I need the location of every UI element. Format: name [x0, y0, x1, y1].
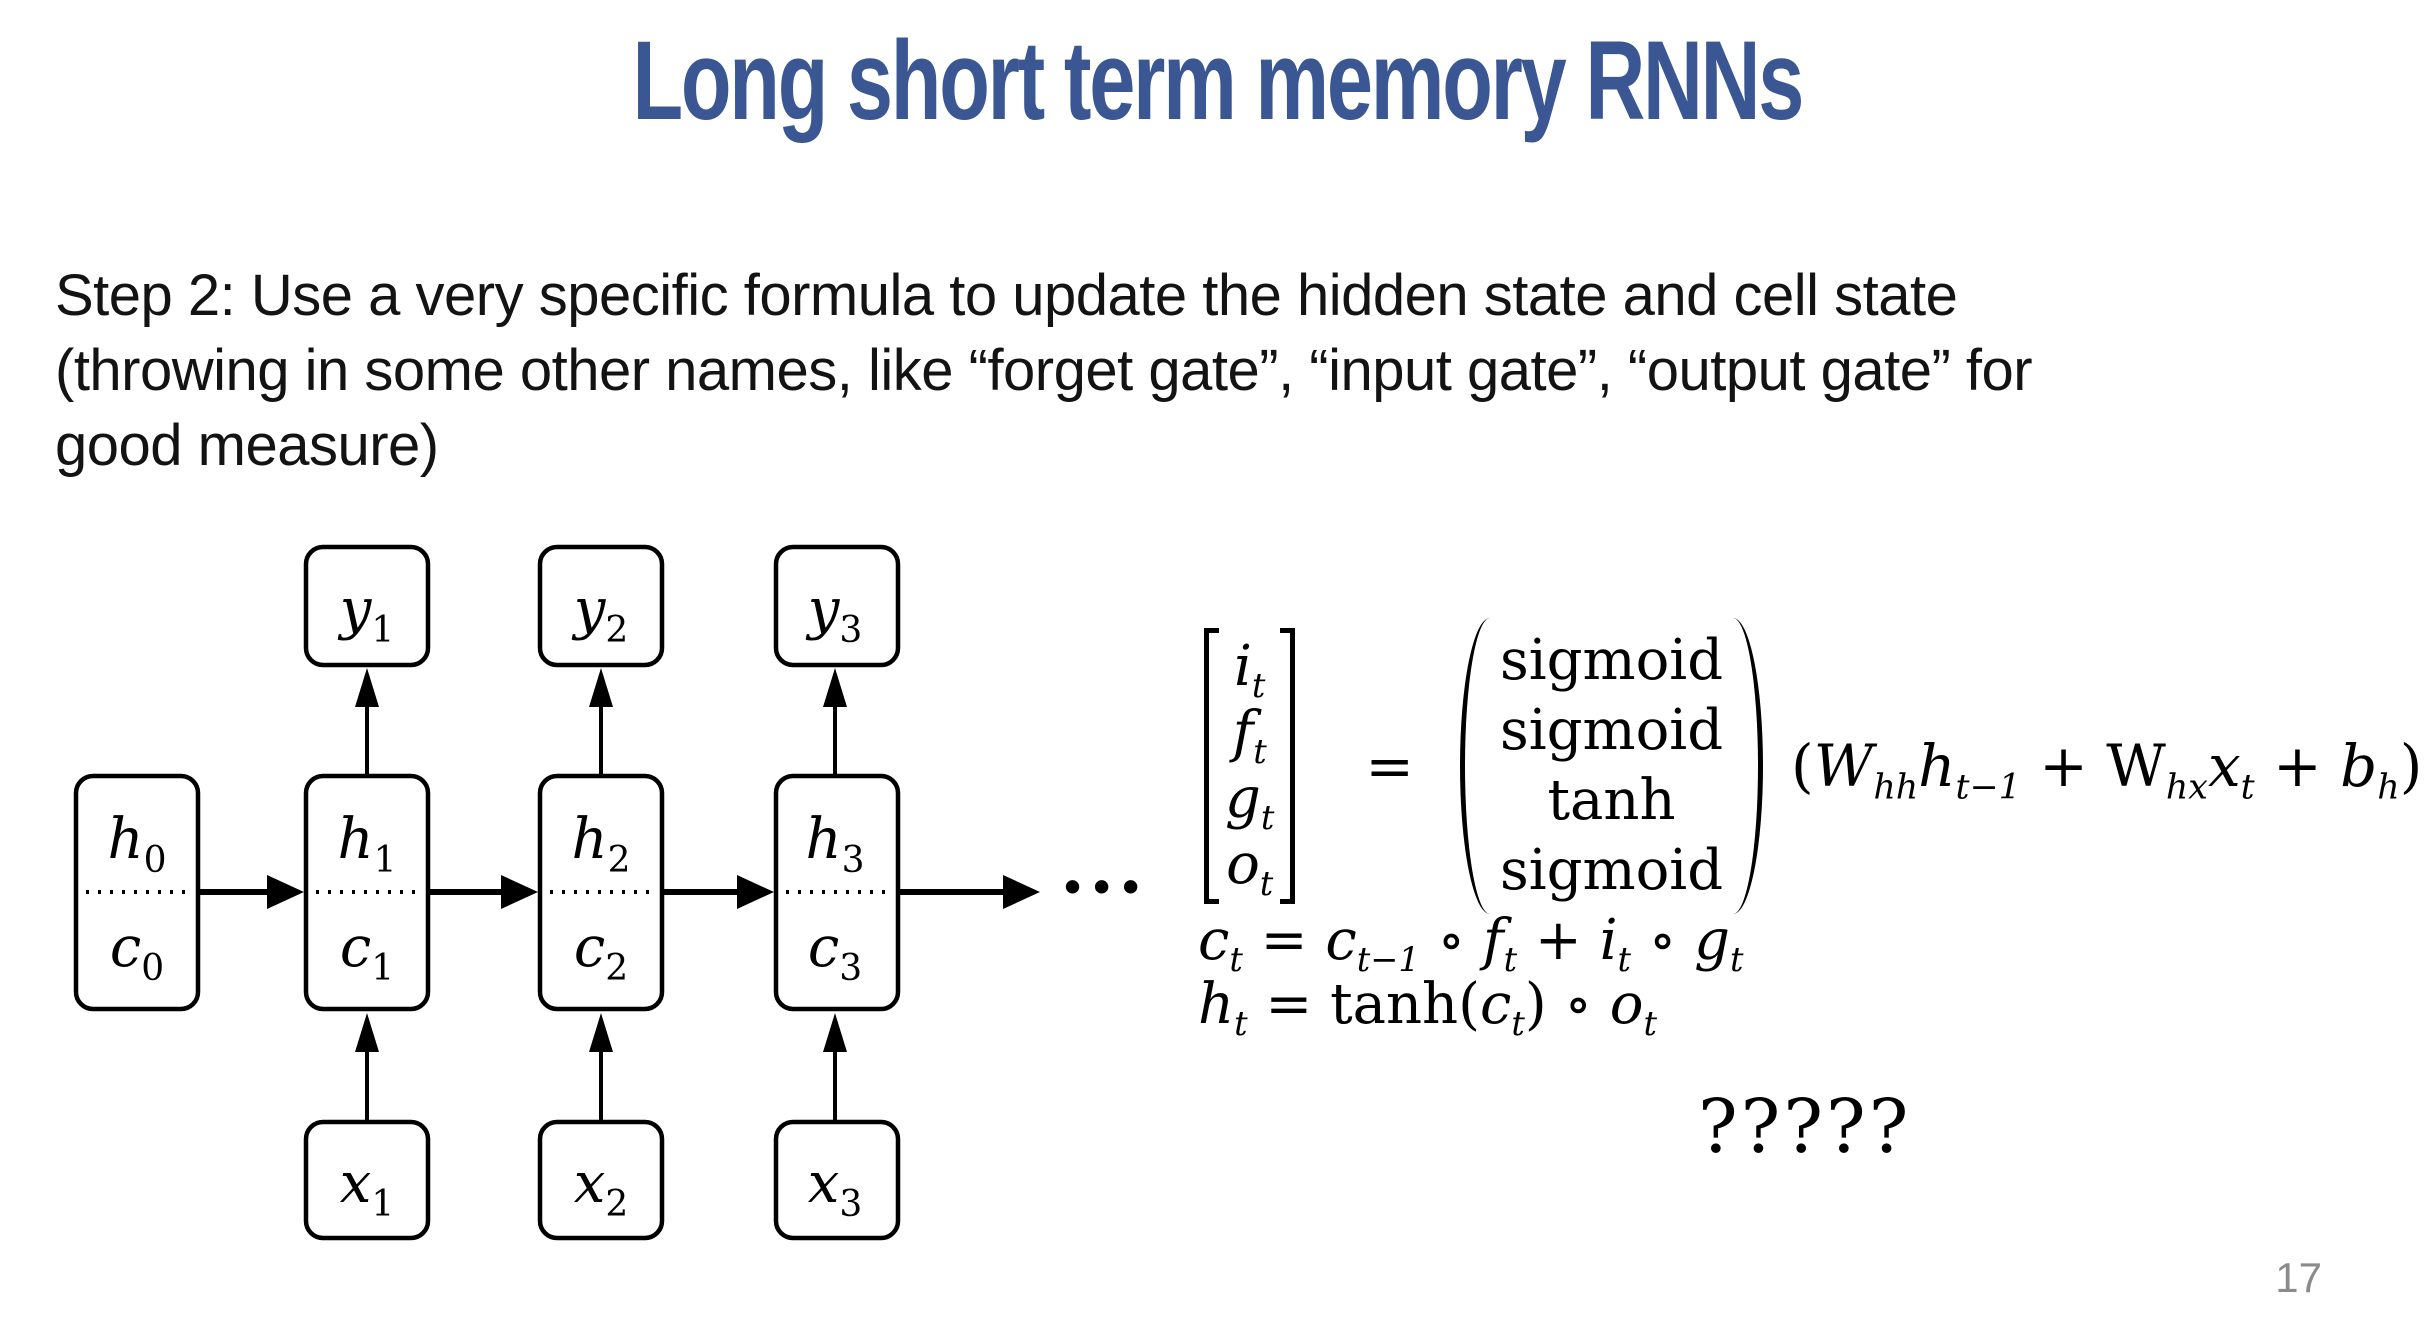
gate-vector-o: ot [1226, 832, 1274, 904]
h3-label: h3 [806, 807, 865, 881]
arrow-cell2-cell3-head [737, 875, 774, 909]
x2-label: x2 [574, 1151, 629, 1225]
h2-label: h2 [572, 807, 631, 881]
arrow-h3-y3-head [823, 668, 847, 707]
gate-vector: it ft gt ot [1219, 634, 1280, 904]
arrow-x3-cell-head [823, 1013, 847, 1052]
c0-label: c0 [110, 915, 164, 989]
activation-row-4: sigmoid [1499, 838, 1724, 903]
gate-vector-f: ft [1232, 700, 1267, 772]
activation-row-2: sigmoid [1499, 698, 1724, 763]
activation-row-1: sigmoid [1499, 628, 1724, 693]
page-number: 17 [2275, 1254, 2322, 1301]
arrow-cell3-ellipsis-head [1003, 875, 1040, 909]
body-paragraph: Step 2: Use a very specific formula to u… [55, 258, 2033, 483]
activation-column: sigmoid sigmoid tanh sigmoid [1490, 626, 1733, 906]
paragraph-line-1: Step 2: Use a very specific formula to u… [55, 263, 1958, 328]
paragraph-line-3: good measure) [55, 413, 439, 478]
right-square-bracket [1280, 628, 1296, 904]
gate-vector-g: gt [1225, 766, 1275, 838]
x3-label: x3 [808, 1151, 863, 1225]
paragraph-line-2: (throwing in some other names, like “for… [55, 338, 2033, 403]
y1-box [303, 544, 431, 668]
y3-label: y3 [805, 577, 863, 651]
right-parenthesis [1733, 618, 1764, 914]
y2-box [537, 544, 665, 668]
affine-term: (Whhht−1 + Whxxt + bh) [1791, 732, 2423, 808]
gate-vector-i: it [1233, 634, 1266, 706]
equals-sign: = [1365, 732, 1414, 800]
lstm-unrolled-diagram: y1 y2 y3 h0 c0 h1 c1 h2 c2 h3 c3 x1 x2 x… [73, 544, 1147, 1241]
arrow-h2-y2-head [589, 668, 613, 707]
x1-label: x1 [340, 1151, 395, 1225]
y1-label: y1 [337, 577, 395, 651]
c2-label: c2 [574, 915, 628, 989]
c1-label: c1 [340, 915, 394, 989]
slide-title-text: Long short term memory RNNs [632, 18, 1804, 143]
question-marks: ????? [1698, 1084, 1912, 1170]
h1-label: h1 [338, 807, 397, 881]
left-parenthesis [1459, 618, 1490, 914]
c3-label: c3 [808, 915, 862, 989]
left-square-bracket [1204, 628, 1219, 904]
y3-box [773, 544, 901, 668]
h0-label: h0 [108, 807, 167, 881]
ellipsis: ··· [1060, 844, 1147, 929]
hidden-update-equation: ht = tanh(ct) ∘ ot [1198, 972, 1657, 1044]
arrow-cell0-cell1-head [267, 875, 304, 909]
y2-label: y2 [571, 577, 629, 651]
arrow-x1-cell-head [355, 1013, 379, 1052]
gate-equation: it ft gt ot = sigmoid sigmoid tanh sigmo… [1204, 616, 2422, 916]
slide-title: Long short term memory RNNs [0, 16, 2434, 145]
arrow-cell1-cell2-head [501, 875, 538, 909]
cell-update-equation: ct = ct−1 ∘ ft + it ∘ gt [1198, 908, 1744, 980]
arrow-x2-cell-head [589, 1013, 613, 1052]
activation-row-3: tanh [1547, 768, 1676, 833]
arrow-h1-y1-head [355, 668, 379, 707]
